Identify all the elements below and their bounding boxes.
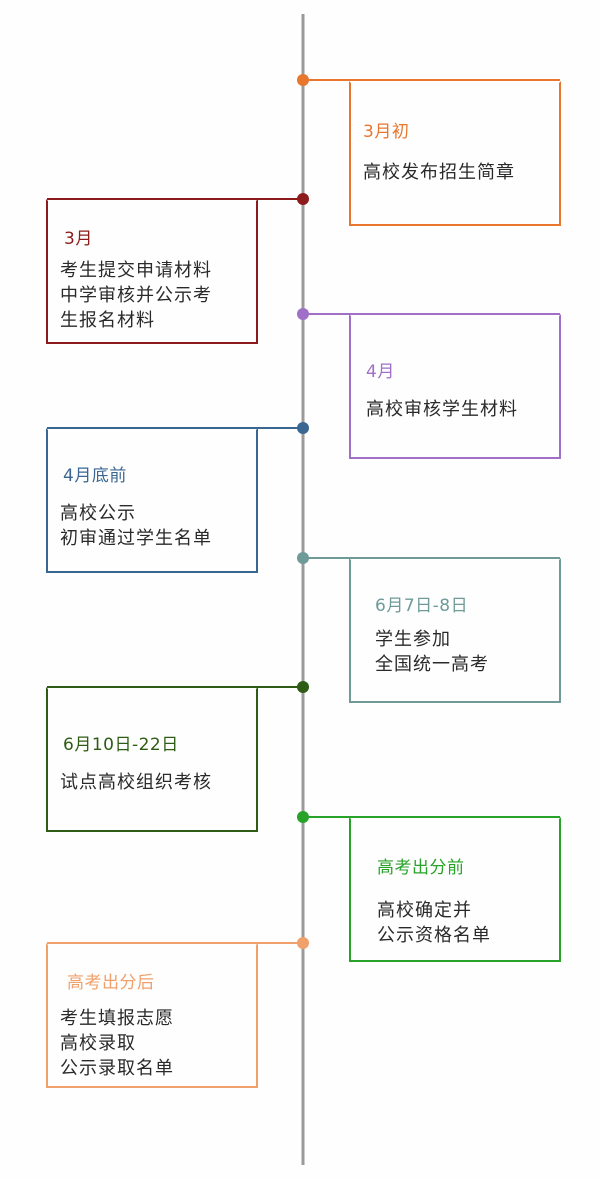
event-box — [349, 817, 561, 962]
event-description-line: 高校确定并 — [377, 900, 472, 921]
event-box — [349, 314, 561, 459]
event-description: 考生提交申请材料中学审核并公示考生报名材料 — [60, 258, 212, 333]
event-description: 高校发布招生简章 — [363, 160, 515, 185]
event-date: 3月 — [64, 229, 93, 249]
event-description-line: 试点高校组织考核 — [60, 772, 212, 793]
event-dot — [297, 74, 309, 86]
event-date: 3月初 — [363, 122, 410, 142]
event-date: 高考出分后 — [67, 973, 155, 993]
event-box — [46, 943, 258, 1088]
event-dot — [297, 552, 309, 564]
event-dot — [297, 681, 309, 693]
event-box — [349, 558, 561, 703]
event-date: 6月7日-8日 — [375, 596, 469, 616]
event-description-line: 高校审核学生材料 — [366, 399, 518, 420]
event-date: 4月 — [366, 362, 395, 382]
event-description: 高校公示初审通过学生名单 — [60, 501, 212, 551]
event-description-line: 考生提交申请材料 — [60, 260, 212, 281]
event-dot — [297, 811, 309, 823]
event-description: 考生填报志愿高校录取公示录取名单 — [60, 1006, 174, 1081]
event-box — [46, 687, 258, 832]
event-date: 高考出分前 — [377, 858, 465, 878]
event-description-line: 公示资格名单 — [377, 925, 491, 946]
event-dot — [297, 937, 309, 949]
event-description-line: 学生参加 — [375, 629, 451, 650]
event-box — [349, 81, 561, 226]
event-description-line: 高校录取 — [60, 1033, 136, 1054]
event-description: 学生参加全国统一高考 — [375, 627, 489, 677]
event-description: 试点高校组织考核 — [60, 770, 212, 795]
event-description-line: 公示录取名单 — [60, 1058, 174, 1079]
event-dot — [297, 422, 309, 434]
event-date: 4月底前 — [63, 466, 127, 486]
event-description: 高校确定并公示资格名单 — [377, 898, 491, 948]
event-description-line: 中学审核并公示考 — [60, 285, 212, 306]
event-description-line: 全国统一高考 — [375, 654, 489, 675]
event-box — [46, 199, 258, 344]
event-description-line: 生报名材料 — [60, 310, 155, 331]
event-description: 高校审核学生材料 — [366, 397, 518, 422]
event-dot — [297, 308, 309, 320]
event-date: 6月10日-22日 — [63, 735, 179, 755]
event-description-line: 高校发布招生简章 — [363, 162, 515, 183]
event-box — [46, 428, 258, 573]
event-description-line: 高校公示 — [60, 503, 136, 524]
event-description-line: 考生填报志愿 — [60, 1008, 174, 1029]
event-description-line: 初审通过学生名单 — [60, 528, 212, 549]
event-dot — [297, 193, 309, 205]
